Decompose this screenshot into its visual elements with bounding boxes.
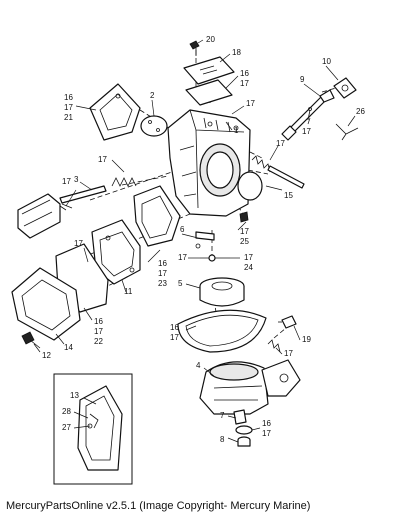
part-bowl-gasket-16-17 (177, 309, 267, 353)
callout-18: 18 (232, 48, 241, 57)
part-drain-screw-19 (278, 315, 297, 329)
callout-leaders (33, 39, 356, 443)
part-float-gasket-16-17-23 (133, 185, 181, 247)
part-screw-17-right (307, 107, 312, 121)
callout-16: 16 (64, 93, 73, 102)
callout-17: 17 (178, 253, 187, 262)
callout-26: 26 (356, 107, 365, 116)
callout-16: 16 (262, 419, 271, 428)
callout-25: 25 (240, 237, 249, 246)
callout-1: 1 (234, 126, 239, 135)
callout-2: 2 (150, 91, 155, 100)
part-gasket-16-17-21 (89, 83, 141, 141)
callout-17: 17 (94, 327, 103, 336)
part-screw-20 (189, 40, 200, 56)
part-plug-8 (237, 436, 251, 447)
callout-17: 17 (244, 253, 253, 262)
callout-6: 6 (180, 225, 185, 234)
part-cover-14 (11, 267, 81, 341)
callout-17: 17 (74, 239, 83, 248)
callout-17: 17 (98, 155, 107, 164)
callout-3: 3 (74, 175, 79, 184)
callout-5: 5 (178, 279, 183, 288)
callout-7: 7 (220, 411, 225, 420)
callout-17: 17 (170, 333, 179, 342)
callout-labels: 20 18 16 17 10 9 16 17 21 2 17 1 26 17 1… (42, 35, 365, 444)
callout-16: 16 (240, 69, 249, 78)
part-cover-plate-18 (183, 56, 235, 85)
callout-13: 13 (70, 391, 79, 400)
callout-17: 17 (64, 103, 73, 112)
callout-17: 17 (240, 79, 249, 88)
callout-17: 17 (262, 429, 271, 438)
callout-17: 17 (276, 139, 285, 148)
callout-28: 28 (62, 407, 71, 416)
callout-17: 17 (62, 177, 71, 186)
part-lever-10 (333, 77, 357, 99)
part-nozzle-6 (195, 231, 215, 249)
part-pin-17-24 (200, 254, 230, 262)
callout-17: 17 (240, 227, 249, 236)
part-carburetor-body-1 (167, 109, 251, 217)
callout-24: 24 (244, 263, 253, 272)
carburetor-exploded-diagram: 20 18 16 17 10 9 16 17 21 2 17 1 26 17 1… (11, 35, 365, 485)
part-float-bowl-4 (199, 359, 301, 415)
callout-16: 16 (94, 317, 103, 326)
part-spring-17-left (111, 177, 137, 187)
callout-27: 27 (62, 423, 71, 432)
callout-22: 22 (94, 337, 103, 346)
part-gasket-top-16-17 (185, 79, 233, 106)
callout-10: 10 (322, 57, 331, 66)
image-copyright-footer: MercuryPartsOnline v2.5.1 (Image Copyrig… (6, 500, 311, 512)
callout-17: 17 (284, 349, 293, 358)
callout-17: 17 (302, 127, 311, 136)
part-diaphragm-2 (140, 115, 168, 137)
callout-8: 8 (220, 435, 225, 444)
part-screw-12 (21, 331, 41, 349)
part-fitting-7 (233, 409, 247, 425)
part-spring-clip-26 (335, 123, 359, 141)
callout-12: 12 (42, 351, 51, 360)
callout-23: 23 (158, 279, 167, 288)
part-washer-16-17 (235, 425, 253, 435)
callout-17: 17 (246, 99, 255, 108)
inset-detail-box (53, 373, 133, 485)
callout-20: 20 (206, 35, 215, 44)
callout-17: 17 (158, 269, 167, 278)
callout-19: 19 (302, 335, 311, 344)
part-cover-11 (91, 219, 141, 285)
part-choke-shaft-3 (17, 185, 107, 239)
part-idle-screw-spring-17 (251, 155, 305, 189)
callout-16: 16 (158, 259, 167, 268)
callout-11: 11 (124, 287, 133, 296)
callout-21: 21 (64, 113, 73, 122)
callout-9: 9 (300, 75, 305, 84)
part-float-5 (199, 277, 245, 307)
callout-16: 16 (170, 323, 179, 332)
callout-15: 15 (284, 191, 293, 200)
callout-14: 14 (64, 343, 73, 352)
part-spring-17-bowl (267, 339, 281, 353)
callout-4: 4 (196, 361, 201, 370)
part-small-screw-17 (239, 211, 249, 223)
part-plug-15 (237, 171, 263, 201)
